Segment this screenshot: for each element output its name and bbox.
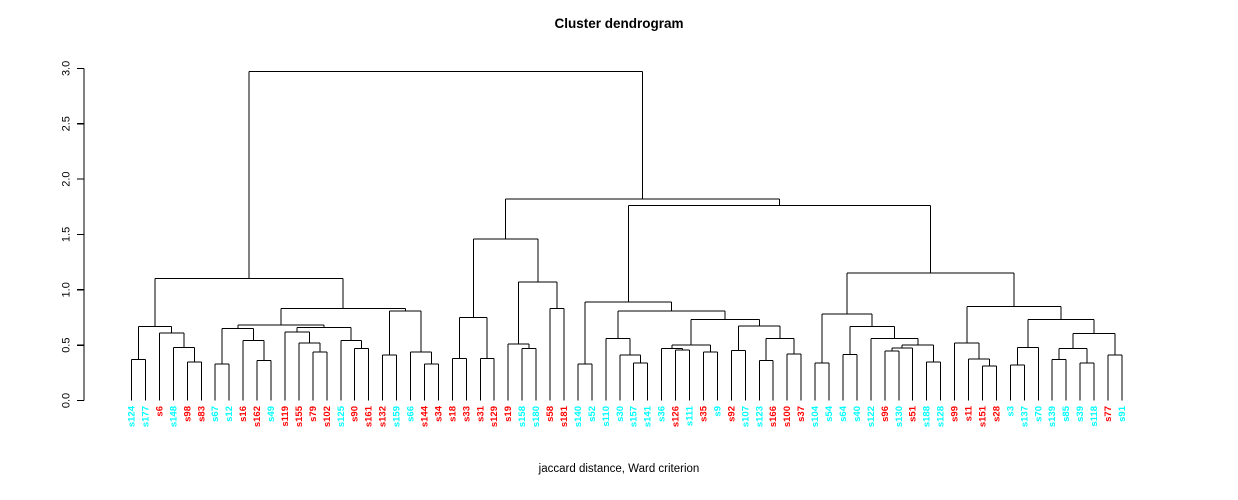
y-tick-label: 0.5	[61, 338, 73, 353]
leaf-label: s35	[698, 405, 709, 422]
leaf-label: s188	[922, 406, 933, 427]
y-tick-label: 0.0	[61, 393, 73, 408]
leaf-label: s66	[406, 406, 417, 422]
leaf-label: s144	[419, 405, 430, 427]
leaf-label: s110	[601, 406, 612, 427]
leaf-label: s166	[768, 406, 779, 427]
leaf-label: s128	[936, 406, 947, 427]
leaf-label: s79	[308, 406, 319, 422]
leaf-label: s141	[643, 405, 654, 427]
leaf-label: s125	[336, 405, 347, 427]
leaf-label: s107	[740, 406, 751, 427]
leaf-label: s54	[824, 405, 835, 422]
leaf-label: s83	[196, 406, 207, 422]
leaf-label: s137	[1019, 406, 1030, 427]
leaf-label: s9	[712, 406, 723, 417]
leaf-label: s123	[754, 406, 765, 427]
leaf-label: s148	[168, 406, 179, 427]
leaf-label: s31	[475, 405, 486, 422]
leaf-label: s3	[1005, 406, 1016, 417]
leaf-label: s139	[1047, 406, 1058, 427]
leaf-label: s19	[503, 406, 514, 422]
leaf-label: s157	[629, 406, 640, 427]
leaf-label: s104	[810, 405, 821, 427]
leaf-label: s16	[238, 406, 249, 422]
leaf-label: s36	[657, 406, 668, 422]
leaf-label: s126	[671, 406, 682, 427]
chart-title: Cluster dendrogram	[554, 16, 683, 31]
leaf-label: s159	[392, 406, 403, 427]
leaf-label: s180	[531, 406, 542, 427]
leaf-label: s51	[908, 405, 919, 422]
leaf-label: s77	[1103, 406, 1114, 422]
leaf-label: s12	[224, 406, 235, 422]
leaf-label: s129	[489, 406, 500, 427]
leaf-label: s18	[447, 406, 458, 422]
x-axis-caption: jaccard distance, Ward criterion	[538, 463, 700, 475]
leaf-label: s162	[252, 406, 263, 427]
leaf-label: s122	[866, 406, 877, 427]
leaf-label: s124	[127, 405, 138, 427]
leaf-label: s52	[587, 406, 598, 422]
leaf-label: s140	[573, 406, 584, 427]
leaf-label: s96	[880, 406, 891, 422]
y-tick-label: 1.5	[61, 227, 73, 242]
leaf-label: s99	[950, 406, 961, 422]
dendrogram-tree	[131, 71, 1123, 401]
leaf-label: s49	[266, 406, 277, 422]
leaf-label: s111	[685, 405, 696, 426]
leaf-label: s98	[182, 406, 193, 422]
leaf-label: s85	[1061, 405, 1072, 422]
leaf-label: s90	[350, 406, 361, 422]
leaf-label: s40	[852, 406, 863, 422]
leaf-label: s161	[364, 405, 375, 427]
leaf-label: s102	[322, 406, 333, 427]
y-axis: 0.0 0.5 1.0 1.5 2.0 2.5 3.0	[61, 61, 85, 408]
leaf-label: s39	[1075, 406, 1086, 422]
leaf-label: s58	[545, 406, 556, 422]
y-tick-label: 2.5	[61, 116, 73, 131]
leaf-label: s158	[517, 406, 528, 427]
leaf-label: s118	[1089, 406, 1100, 427]
leaf-label: s11	[964, 405, 975, 421]
leaf-label: s181	[559, 405, 570, 427]
leaf-label: s28	[991, 406, 1002, 422]
y-tick-label: 2.0	[61, 171, 73, 186]
leaf-label: s177	[140, 406, 151, 427]
leaf-label: s100	[782, 406, 793, 427]
leaf-label: s33	[461, 406, 472, 422]
leaf-label: s92	[726, 406, 737, 422]
leaf-label: s130	[894, 406, 905, 427]
leaf-label: s34	[433, 405, 444, 422]
leaf-label: s37	[796, 406, 807, 422]
leaf-label: s151	[977, 405, 988, 427]
leaf-label: s64	[838, 405, 849, 422]
dendrogram-links	[131, 71, 1123, 401]
leaf-label: s119	[280, 406, 291, 427]
y-tick-label: 3.0	[61, 61, 73, 76]
leaf-label: s70	[1033, 406, 1044, 422]
leaf-label: s67	[210, 406, 221, 422]
leaf-label: s30	[615, 406, 626, 422]
leaf-label: s155	[294, 405, 305, 427]
y-tick-label: 1.0	[61, 282, 73, 297]
leaf-label: s91	[1117, 405, 1128, 422]
leaf-label: s132	[378, 406, 389, 427]
leaf-label: s6	[154, 406, 165, 417]
